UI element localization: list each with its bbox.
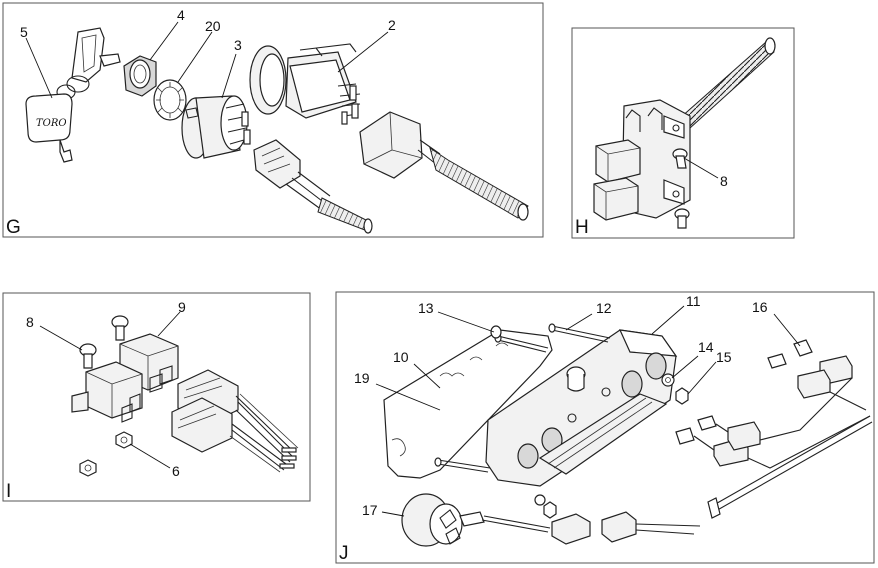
leader-i-6: [129, 443, 171, 469]
panel-g: TORO: [2, 2, 544, 238]
ignition-switch: [181, 95, 251, 159]
leader-g-5: [25, 37, 53, 99]
panel-i-frame: [2, 292, 311, 502]
leader-j-17: [381, 511, 405, 517]
panel-j: 13 12 11 16 10 19 14 15 17 J: [335, 291, 875, 564]
panel-h: 8 H: [571, 27, 795, 239]
relay-i: [71, 333, 179, 423]
leader-j-16: [773, 313, 801, 347]
key-logo-text: TORO: [36, 118, 67, 129]
leader-j-11: [651, 305, 685, 335]
leader-g-4: [149, 21, 179, 61]
callout-j-16: 16: [752, 299, 768, 315]
switch-connector: [253, 139, 373, 234]
leader-h-8: [683, 157, 719, 179]
leader-j-15: [687, 361, 717, 395]
leader-g-2: [337, 31, 389, 73]
leader-g-20: [177, 31, 213, 83]
switch-assembly: [249, 43, 361, 125]
panel-i-label: I: [6, 481, 11, 502]
callout-i-8: 8: [26, 314, 34, 330]
leader-j-13: [437, 311, 495, 333]
callout-j-14: 14: [698, 339, 714, 355]
callout-g-20: 20: [205, 18, 221, 34]
callout-h-8: 8: [720, 173, 728, 189]
leader-j-10: [413, 363, 441, 389]
callout-g-4: 4: [177, 7, 185, 23]
callout-g-3: 3: [234, 37, 242, 53]
panel-g-label: G: [6, 217, 21, 238]
leader-g-3: [221, 53, 237, 99]
panel-j-label: J: [339, 543, 349, 564]
washers-nuts-j: [490, 325, 689, 519]
callout-i-9: 9: [178, 299, 186, 315]
sensor-17: [401, 493, 701, 547]
nut-i: [79, 431, 133, 477]
assembly-connector: [359, 111, 529, 221]
lamp-harness: [675, 339, 873, 519]
callout-j-17: 17: [362, 502, 378, 518]
callout-j-10: 10: [393, 349, 409, 365]
switch-housing: [485, 329, 678, 487]
screw-i: [79, 315, 129, 369]
ignition-key: TORO: [25, 27, 121, 163]
callout-g-5: 5: [20, 24, 28, 40]
callout-g-2: 2: [388, 17, 396, 33]
leader-i-8: [39, 325, 83, 351]
leader-j-14: [671, 355, 699, 379]
callout-j-13: 13: [418, 300, 434, 316]
panel-h-label: H: [575, 217, 589, 238]
callout-j-19: 19: [354, 370, 370, 386]
relay-bracket-h: [593, 99, 691, 221]
retaining-nut: [123, 55, 157, 97]
panel-i: 8 9 6 I: [2, 292, 311, 502]
leader-i-9: [157, 311, 181, 337]
screw-h: [672, 148, 690, 229]
lock-washer: [153, 79, 187, 121]
callout-j-11: 11: [686, 293, 701, 309]
leader-j-12: [565, 313, 593, 331]
callout-i-6: 6: [172, 463, 180, 479]
leader-j-19: [375, 383, 441, 411]
relay-connectors-i: [171, 369, 299, 473]
callout-j-12: 12: [596, 300, 612, 316]
callout-j-15: 15: [716, 349, 732, 365]
